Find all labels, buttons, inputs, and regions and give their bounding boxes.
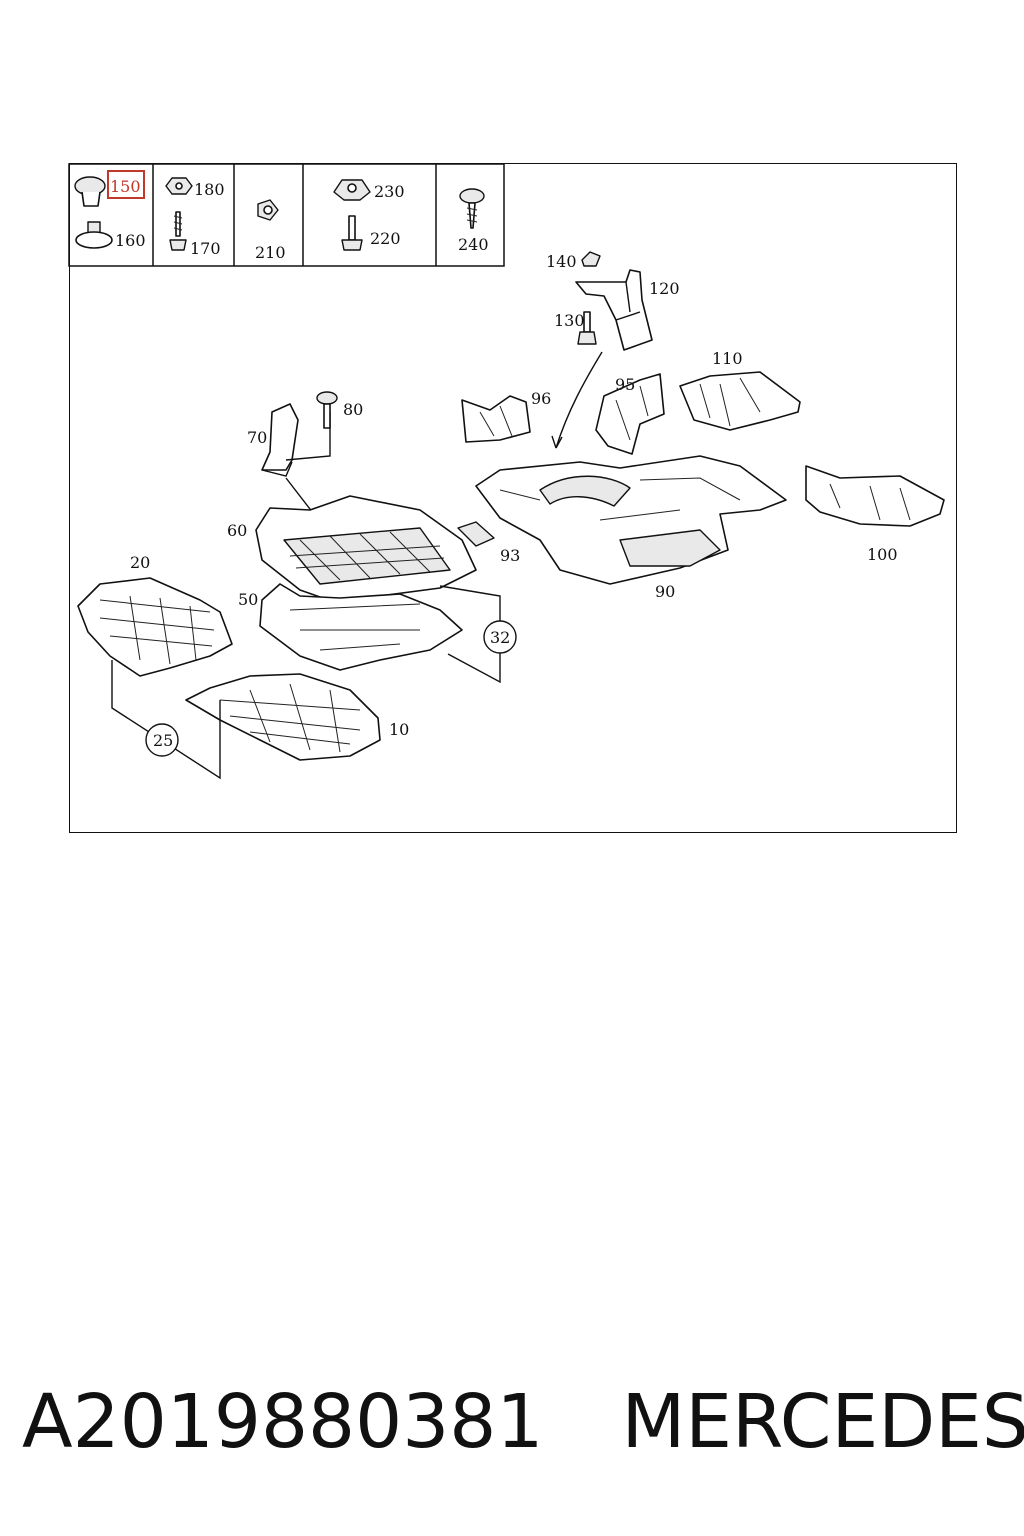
label-100: 100: [867, 545, 898, 564]
clip-nut-180-icon: [165, 177, 193, 195]
clip-140-icon: [581, 251, 601, 267]
screw-130-icon: [577, 311, 597, 345]
label-70: 70: [247, 428, 267, 447]
bolt-80-icon: [316, 391, 338, 429]
screw-240-icon: [459, 188, 485, 229]
footer: A2019880381 MERCEDES: [22, 1372, 1024, 1472]
label-90: 90: [655, 582, 675, 601]
group-32-badge: [483, 620, 517, 654]
clip-230-icon: [333, 179, 371, 201]
pad-93-icon: [457, 521, 495, 547]
bracket-120-icon: [575, 269, 653, 351]
label-60: 60: [227, 521, 247, 540]
cover-60-icon: [255, 495, 477, 605]
screw-170-icon: [169, 211, 187, 251]
selection-highlight[interactable]: [107, 170, 145, 199]
label-140: 140: [546, 252, 577, 271]
brand-name: MERCEDES: [621, 1379, 1024, 1465]
label-110: 110: [712, 349, 743, 368]
label-230: 230: [374, 182, 405, 201]
diagram-frame: [69, 163, 957, 833]
label-95: 95: [615, 375, 635, 394]
label-10: 10: [389, 720, 409, 739]
label-80: 80: [343, 400, 363, 419]
leader-arrow: [555, 351, 603, 449]
nut-210-icon: [257, 199, 279, 221]
label-240: 240: [458, 235, 489, 254]
underbody-panel-90-icon: [475, 455, 787, 585]
label-130: 130: [554, 311, 585, 330]
cover-10-icon: [185, 673, 381, 761]
label-180: 180: [194, 180, 225, 199]
label-220: 220: [370, 229, 401, 248]
bracket-25: [111, 660, 221, 780]
rivet-160-icon: [75, 221, 113, 249]
label-25: 25: [153, 731, 173, 750]
bracket-95-icon: [595, 373, 665, 455]
cover-20-icon: [77, 577, 233, 677]
label-160: 160: [115, 231, 146, 250]
panel-100-icon: [805, 465, 945, 527]
label-50: 50: [238, 590, 258, 609]
label-150: 150: [110, 177, 141, 196]
label-210: 210: [255, 243, 286, 262]
bracket-70-icon: [261, 403, 299, 477]
part-number: A2019880381: [22, 1379, 544, 1465]
hardware-header: 150 160 180 170 210 230: [68, 163, 505, 267]
label-32: 32: [490, 628, 510, 647]
cover-50-icon: [259, 583, 463, 671]
panel-110-icon: [679, 371, 801, 431]
shield-96-icon: [461, 395, 531, 443]
label-120: 120: [649, 279, 680, 298]
bolt-220-icon: [341, 215, 363, 251]
group-25-badge: [145, 723, 179, 757]
label-93: 93: [500, 546, 520, 565]
label-20: 20: [130, 553, 150, 572]
label-170: 170: [190, 239, 221, 258]
clip-150-icon: [74, 176, 106, 207]
label-96: 96: [531, 389, 551, 408]
